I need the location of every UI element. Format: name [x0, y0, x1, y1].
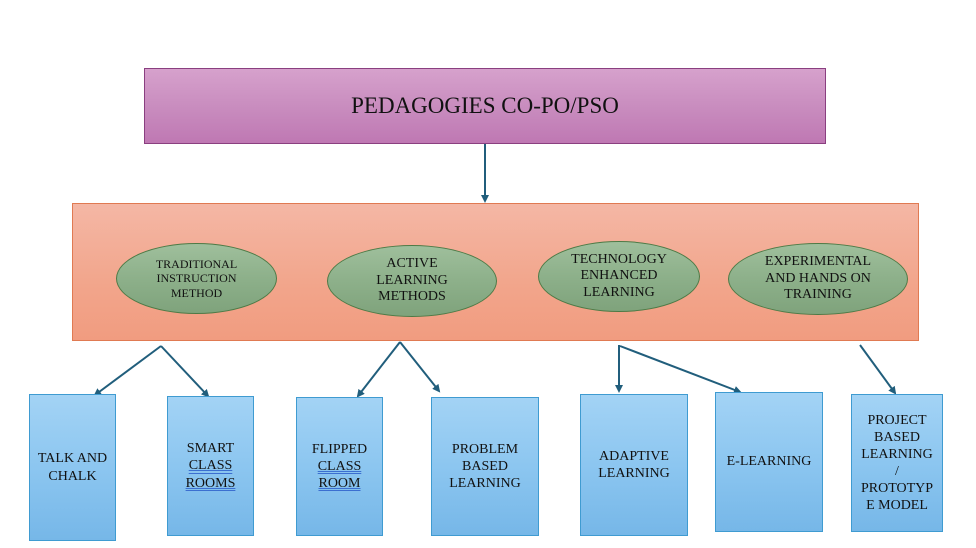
method-line: CLASS	[317, 458, 362, 474]
method-line: CLASS	[188, 458, 233, 474]
category-line: TECHNOLOGY	[571, 251, 667, 267]
method-line: E-LEARNING	[726, 454, 812, 470]
method-flipped-class-room: FLIPPED CLASS ROOM	[296, 397, 383, 536]
connector-active-to-flipped-class-room	[356, 341, 401, 398]
method-line: ROOMS	[185, 475, 236, 491]
method-line: LEARNING	[598, 466, 670, 481]
method-talk-and-chalk: TALK AND CHALK	[29, 394, 116, 541]
category-experimental-and-hands-on-training: EXPERIMENTAL AND HANDS ON TRAINING	[728, 243, 908, 315]
method-line: /	[895, 464, 899, 479]
method-line: E MODEL	[866, 498, 928, 514]
method-line: PROTOTYP	[860, 481, 934, 497]
connector-active-to-problem-based-learning	[399, 341, 441, 393]
category-technology-enhanced-learning: TECHNOLOGY ENHANCED LEARNING	[538, 241, 700, 312]
method-smart-class-rooms: SMART CLASS ROOMS	[167, 396, 254, 536]
category-line: TRADITIONAL	[155, 257, 238, 272]
method-line: LEARNING	[449, 476, 521, 492]
diagram-title: PEDAGOGIES CO-PO/PSO	[351, 93, 619, 118]
category-line: METHOD	[170, 285, 223, 300]
method-line: ROOM	[318, 476, 361, 492]
connector-traditional-to-smart-class-rooms	[160, 345, 210, 398]
method-line: LEARNING	[861, 446, 933, 462]
method-line: SMART	[186, 441, 235, 457]
connector-traditional-to-talk-and-chalk	[93, 345, 162, 397]
method-problem-based-learning: PROBLEM BASED LEARNING	[431, 397, 539, 536]
category-active-learning-methods: ACTIVE LEARNING METHODS	[327, 245, 497, 317]
method-project-based-learning-prototype-model: PROJECT BASED LEARNING / PROTOTYP E MODE…	[851, 394, 943, 532]
category-line: METHODS	[378, 289, 446, 305]
category-line: LEARNING	[583, 284, 655, 300]
method-line: FLIPPED	[311, 441, 368, 457]
method-line: BASED	[462, 458, 508, 474]
title-box: PEDAGOGIES CO-PO/PSO	[144, 68, 826, 144]
method-line: PROJECT	[867, 412, 927, 428]
method-line: ADAPTIVE	[598, 448, 669, 464]
method-line: CHALK	[48, 468, 97, 484]
method-adaptive-learning: ADAPTIVE LEARNING	[580, 394, 688, 536]
category-line: AND HANDS ON	[765, 270, 871, 286]
category-line: ENHANCED	[580, 268, 658, 284]
category-line: LEARNING	[376, 272, 448, 288]
connector-technology-to-adaptive-learning	[615, 345, 623, 393]
method-line: TALK AND	[37, 451, 108, 467]
category-traditional-instruction-method: TRADITIONAL INSTRUCTION METHOD	[116, 243, 277, 314]
method-e-learning: E-LEARNING	[715, 392, 823, 532]
method-line: BASED	[874, 429, 920, 445]
category-line: TRAINING	[784, 287, 852, 303]
category-line: INSTRUCTION	[156, 271, 237, 286]
connector-technology-to-e-learning	[619, 345, 742, 394]
method-line: PROBLEM	[451, 441, 519, 457]
category-line: EXPERIMENTAL	[764, 254, 872, 270]
category-line: ACTIVE	[386, 256, 438, 272]
connector-experimental-to-project-based-learning	[859, 344, 897, 395]
